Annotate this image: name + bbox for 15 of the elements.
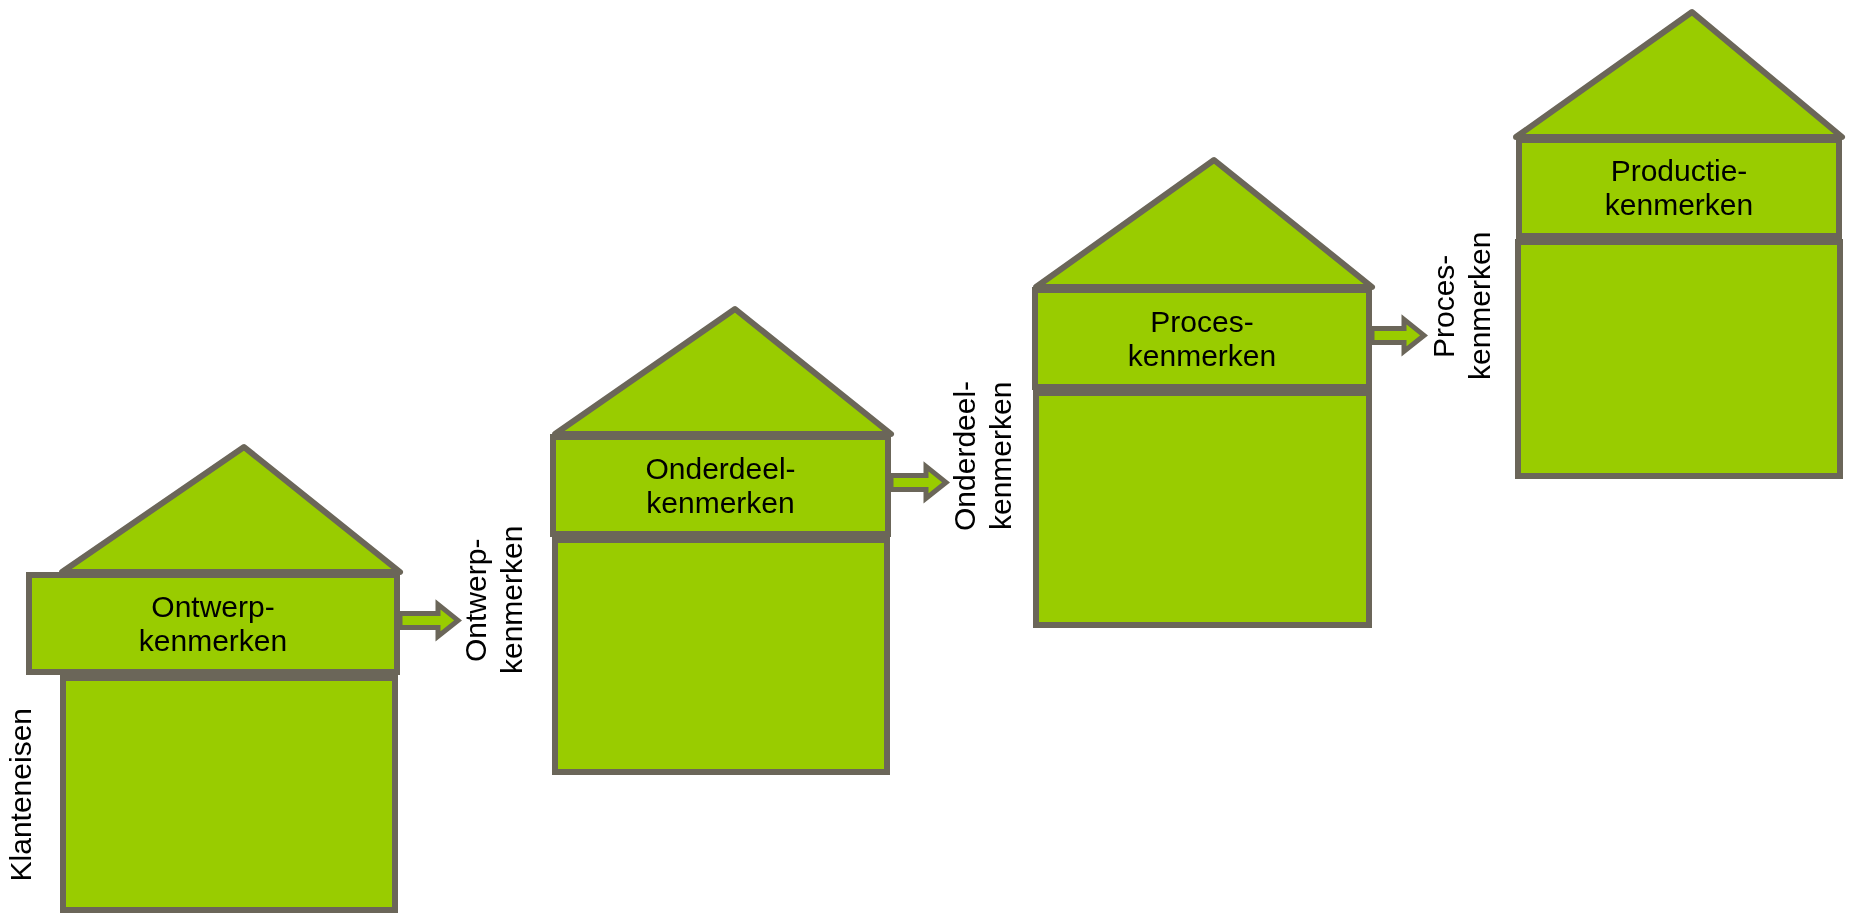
header-text: Onderdeel- kenmerken	[644, 451, 797, 520]
row-label: Ontwerp- kenmerken	[458, 524, 529, 677]
header-box	[26, 572, 400, 675]
block-arrow	[1369, 314, 1428, 357]
header-box	[550, 434, 891, 537]
block-arrow	[888, 461, 950, 504]
header-text: Productie- kenmerken	[1603, 154, 1755, 222]
block-arrow	[397, 599, 462, 642]
header-text: Ontwerp- kenmerken	[137, 589, 289, 658]
header-text: Proces- kenmerken	[1126, 304, 1278, 373]
header-box	[1032, 287, 1372, 390]
row-label: Onderdeel- kenmerken	[947, 379, 1018, 534]
row-label: Proces- kenmerken	[1426, 230, 1497, 383]
row-label: Klanteneisen	[3, 708, 38, 882]
header-box	[1516, 137, 1842, 239]
